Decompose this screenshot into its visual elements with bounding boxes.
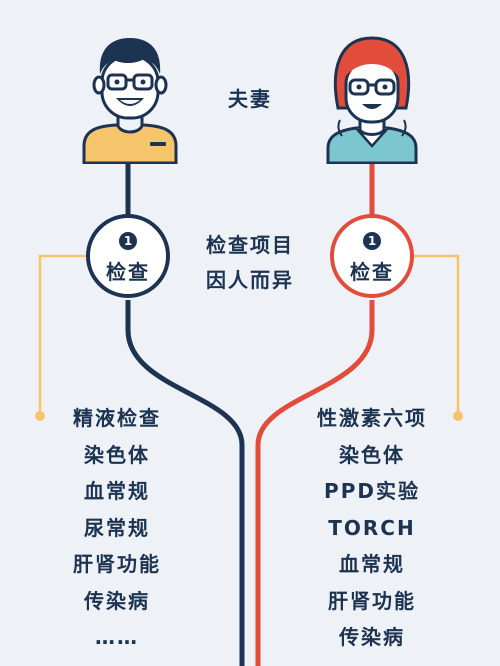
wife-check-node: 1 检查 [330, 214, 414, 298]
wife-exam-item: TORCH [328, 515, 416, 540]
husband-exam-item: 血常规 [84, 479, 150, 503]
husband-node-label: 检查 [106, 260, 150, 284]
wife-branch-line [414, 254, 460, 415]
husband-check-node: 1 检查 [86, 214, 170, 298]
husband-line [125, 160, 245, 666]
husband-exam-list: 精液检查 染色体 血常规 尿常规 肝肾功能 传染病 …… [22, 400, 212, 656]
center-note-line2: 因人而异 [206, 268, 294, 292]
husband-exam-item: 传染病 [84, 588, 150, 613]
husband-node-number: 1 [119, 232, 137, 250]
husband-exam-item: 染色体 [84, 442, 150, 467]
husband-exam-item: …… [95, 625, 139, 649]
husband-exam-item: 精液检查 [73, 406, 161, 430]
husband-exam-item: 肝肾功能 [73, 552, 161, 576]
husband-branch-dot [35, 411, 45, 421]
wife-exam-list: 性激素六项 染色体 PPD实验 TORCH 血常规 肝肾功能 传染病 [277, 400, 467, 656]
wife-line [255, 160, 375, 666]
wife-exam-item: 性激素六项 [317, 406, 427, 430]
husband-avatar-icon [82, 38, 178, 164]
wife-avatar-icon [326, 36, 418, 164]
wife-branch-dot [453, 411, 463, 421]
husband-branch-line [38, 254, 86, 415]
center-note-line1: 检查项目 [206, 233, 294, 257]
couple-title: 夫妻 [228, 87, 272, 111]
wife-exam-item: 染色体 [339, 442, 405, 467]
husband-exam-item: 尿常规 [84, 515, 150, 540]
wife-node-number: 1 [363, 232, 381, 250]
wife-exam-item: 血常规 [339, 552, 405, 576]
wife-exam-item: 肝肾功能 [328, 588, 416, 613]
wife-node-label: 检查 [350, 260, 394, 284]
wife-exam-item: PPD实验 [324, 479, 420, 503]
wife-exam-item: 传染病 [339, 625, 405, 649]
